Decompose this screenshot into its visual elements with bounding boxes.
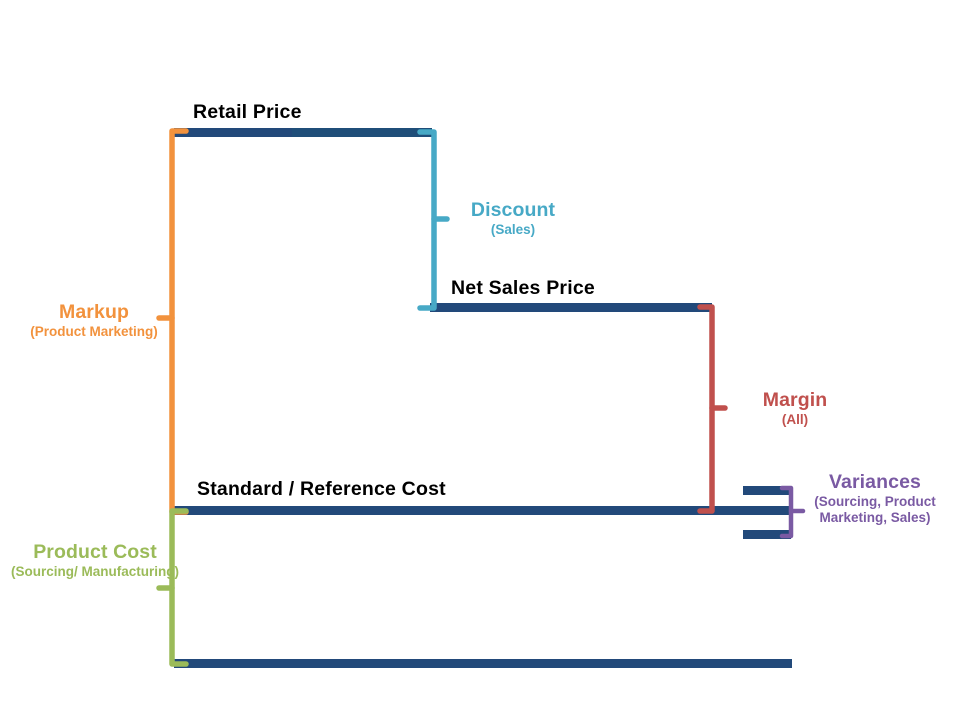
discount-subtitle: (Sales) <box>490 222 536 237</box>
margin-group-label: Margin (All) <box>736 389 854 428</box>
variances-group-label: Variances (Sourcing, Product Marketing, … <box>790 471 960 526</box>
margin-subtitle: (All) <box>781 412 809 427</box>
retail-price-bar-segment-right <box>292 128 432 137</box>
markup-title: Markup <box>59 301 129 323</box>
margin-title: Margin <box>762 389 828 411</box>
standard-cost-bar <box>174 506 792 515</box>
variance-upper-bar <box>743 486 791 495</box>
net-sales-price-bar <box>430 303 712 312</box>
net-sales-price-label: Net Sales Price <box>451 277 595 299</box>
variances-title: Variances <box>829 471 921 493</box>
discount-group-label: Discount (Sales) <box>440 199 586 238</box>
discount-title: Discount <box>470 199 556 221</box>
standard-reference-cost-label: Standard / Reference Cost <box>197 478 446 500</box>
bottom-bar <box>174 659 792 668</box>
product-cost-group-label: Product Cost (Sourcing/ Manufacturing) <box>8 541 182 580</box>
variances-subtitle: (Sourcing, Product Marketing, Sales) <box>814 494 936 525</box>
markup-group-label: Markup (Product Marketing) <box>22 301 166 340</box>
markup-subtitle: (Product Marketing) <box>30 324 158 339</box>
product-cost-title: Product Cost <box>33 541 157 563</box>
variance-lower-bar <box>743 530 791 539</box>
retail-price-label: Retail Price <box>193 101 302 123</box>
markup-bracket <box>169 128 189 515</box>
product-cost-subtitle: (Sourcing/ Manufacturing) <box>11 564 179 579</box>
